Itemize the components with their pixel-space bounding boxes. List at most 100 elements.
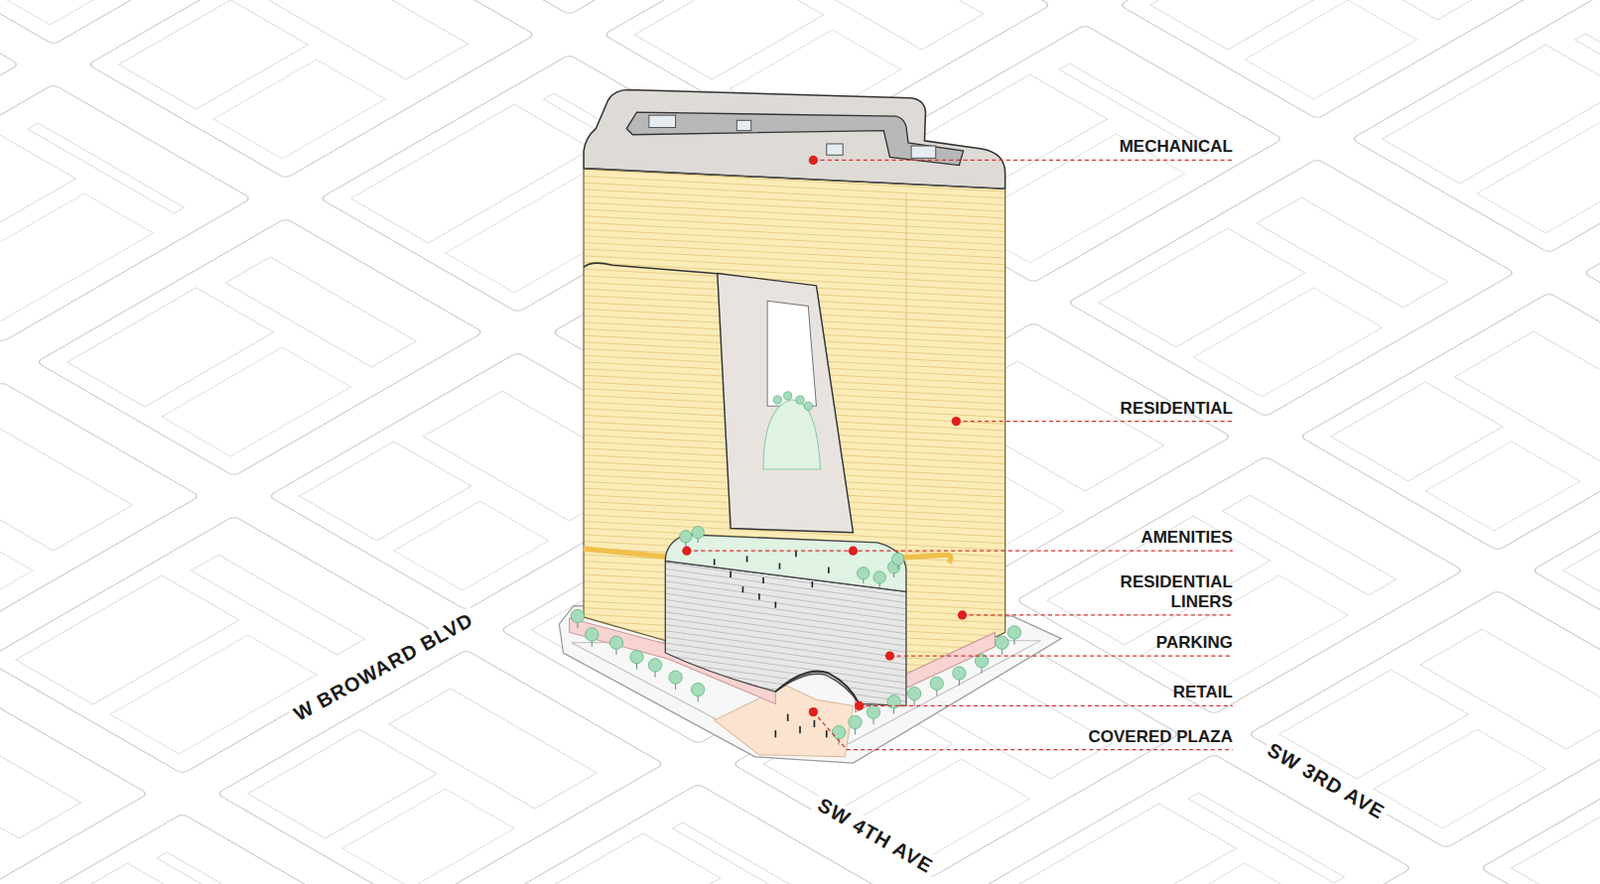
mechanical-unit [911,145,936,158]
person [762,577,765,584]
person [827,567,830,574]
mechanical-unit [649,115,676,128]
building-footprint [775,0,984,50]
corner-edge [905,193,907,571]
building-footprint [1575,33,1600,125]
leader-line [890,655,1233,657]
person [811,581,814,588]
building-footprint [0,420,134,551]
person [813,720,816,728]
building-footprint [1454,331,1600,462]
building-footprint [1511,774,1600,884]
roof-edge [583,168,1006,190]
callout-label: AMENITIES [1140,528,1233,548]
person [729,571,732,578]
building-footprint [389,688,598,809]
building-footprint [1331,382,1503,482]
tower-axonometric [558,89,1233,764]
amenity-band [583,548,669,557]
leader-dot [848,546,858,556]
tree [691,526,704,538]
building-footprint [1047,516,1271,646]
tree [995,636,1009,650]
city-block [1300,292,1600,551]
person [799,726,801,734]
callout-label: RETAIL [1173,682,1233,703]
person [746,555,749,562]
city-block [1248,590,1600,849]
roof [583,89,1006,189]
tree [796,396,804,404]
building-footprint [1098,228,1306,348]
tree [679,531,692,543]
tree [831,725,845,739]
building-footprint [1563,486,1600,616]
tree [866,705,880,719]
person [713,558,716,565]
building-footprint [1222,495,1397,596]
tree [691,682,705,696]
building-footprint [0,193,153,323]
leader-dot [885,651,895,661]
building-footprint [190,554,365,656]
building-footprint [213,59,386,159]
leader-line [961,614,1232,616]
tree [784,392,793,400]
building-footprint [248,729,438,839]
tree [668,670,682,684]
leader-dot [808,707,818,717]
person [787,714,790,722]
city-block [1531,426,1600,685]
building-footprint [1089,863,1314,884]
building-footprint [27,123,185,214]
person [779,563,782,570]
leader-line [859,705,1233,707]
building-footprint [260,0,469,80]
callout-label: RESIDENTIAL LINERS [1093,572,1233,613]
tree [630,650,644,664]
building-footprint [995,803,1236,884]
callout-label: MECHANICAL [1119,136,1233,157]
building-footprint [1291,0,1500,20]
leader-line [812,712,1233,751]
building-footprint [1373,729,1546,829]
building-footprint [156,852,314,884]
leader-dot [681,546,691,556]
building-footprint [1193,287,1383,398]
tree [857,567,870,580]
building-footprint [394,501,549,591]
sky-garden [763,400,821,470]
building-footprint [1256,197,1448,308]
city-block [1351,0,1600,254]
mechanical-screen [626,112,963,165]
building-footprint [0,531,33,621]
podium-arch [775,671,859,705]
tree [648,659,662,672]
building-footprint [634,0,824,80]
callout-label: RESIDENTIAL [1120,399,1233,419]
callout-label: PARKING [1156,633,1233,654]
building-footprint [1188,793,1345,884]
person [775,730,778,738]
tree [892,552,905,565]
void-opening [767,300,816,406]
building-footprint [0,133,76,273]
building-footprint [15,575,240,705]
building-footprint [225,257,416,368]
building-footprint [0,0,188,25]
building-footprint [342,789,515,884]
building-footprint [1476,104,1600,234]
person [795,550,798,557]
person [742,586,745,593]
tree [930,676,943,690]
tree [1007,626,1021,640]
building-footprint [1420,629,1600,750]
building-footprint [671,822,829,884]
building-footprint [299,441,472,541]
leader-line [955,420,1233,422]
building-footprint [1244,0,1417,100]
leader-dot [854,701,864,711]
tree [773,396,782,404]
